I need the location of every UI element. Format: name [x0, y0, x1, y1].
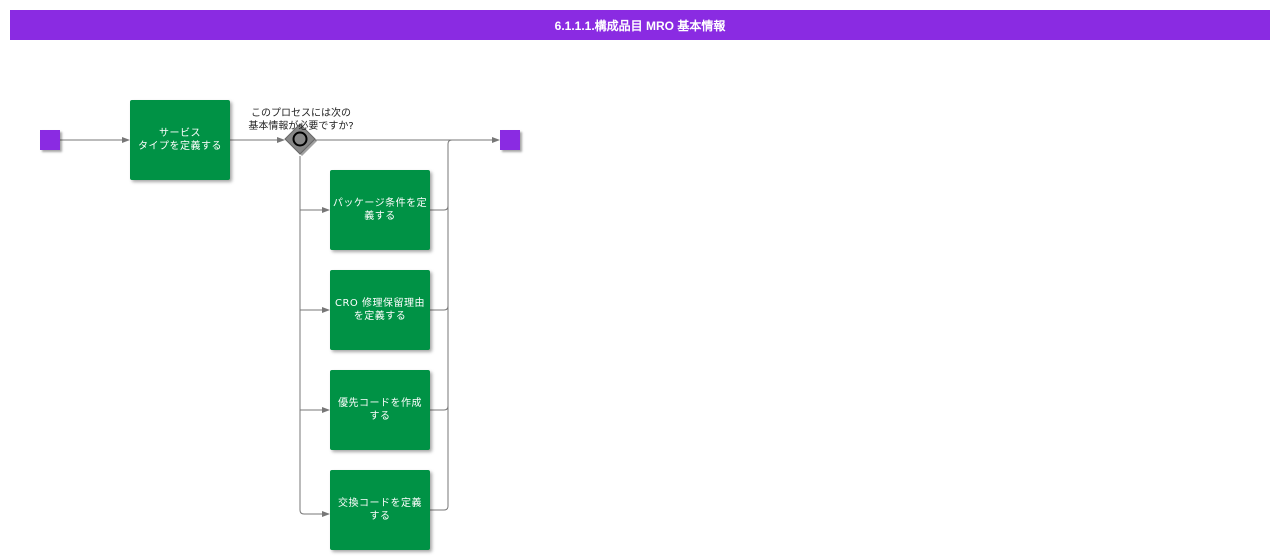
task-define-package-conditions[interactable]: パッケージ条件を定 義する	[330, 170, 430, 250]
merge-from-priority	[430, 405, 449, 411]
inclusive-gateway[interactable]	[284, 123, 317, 156]
task-define-exchange-code[interactable]: 交換コードを定義 する	[330, 470, 430, 550]
gateway-question-label: このプロセスには次の 基本情報が必要ですか?	[248, 108, 354, 132]
end-event[interactable]	[500, 130, 520, 150]
merge-from-package	[430, 205, 449, 211]
merge-from-cro	[430, 305, 449, 311]
start-event[interactable]	[40, 130, 60, 150]
task-create-priority-code[interactable]: 優先コードを作成 する	[330, 370, 430, 450]
merge-trunk	[430, 139, 460, 511]
task-define-cro-repair-hold-reason[interactable]: CRO 修理保留理由 を定義する	[330, 270, 430, 350]
branch-trunk	[299, 156, 330, 517]
diagram-title: 6.1.1.1.構成品目 MRO 基本情報	[10, 10, 1270, 40]
task-define-service-type[interactable]: サービス タイプを定義する	[130, 100, 230, 180]
